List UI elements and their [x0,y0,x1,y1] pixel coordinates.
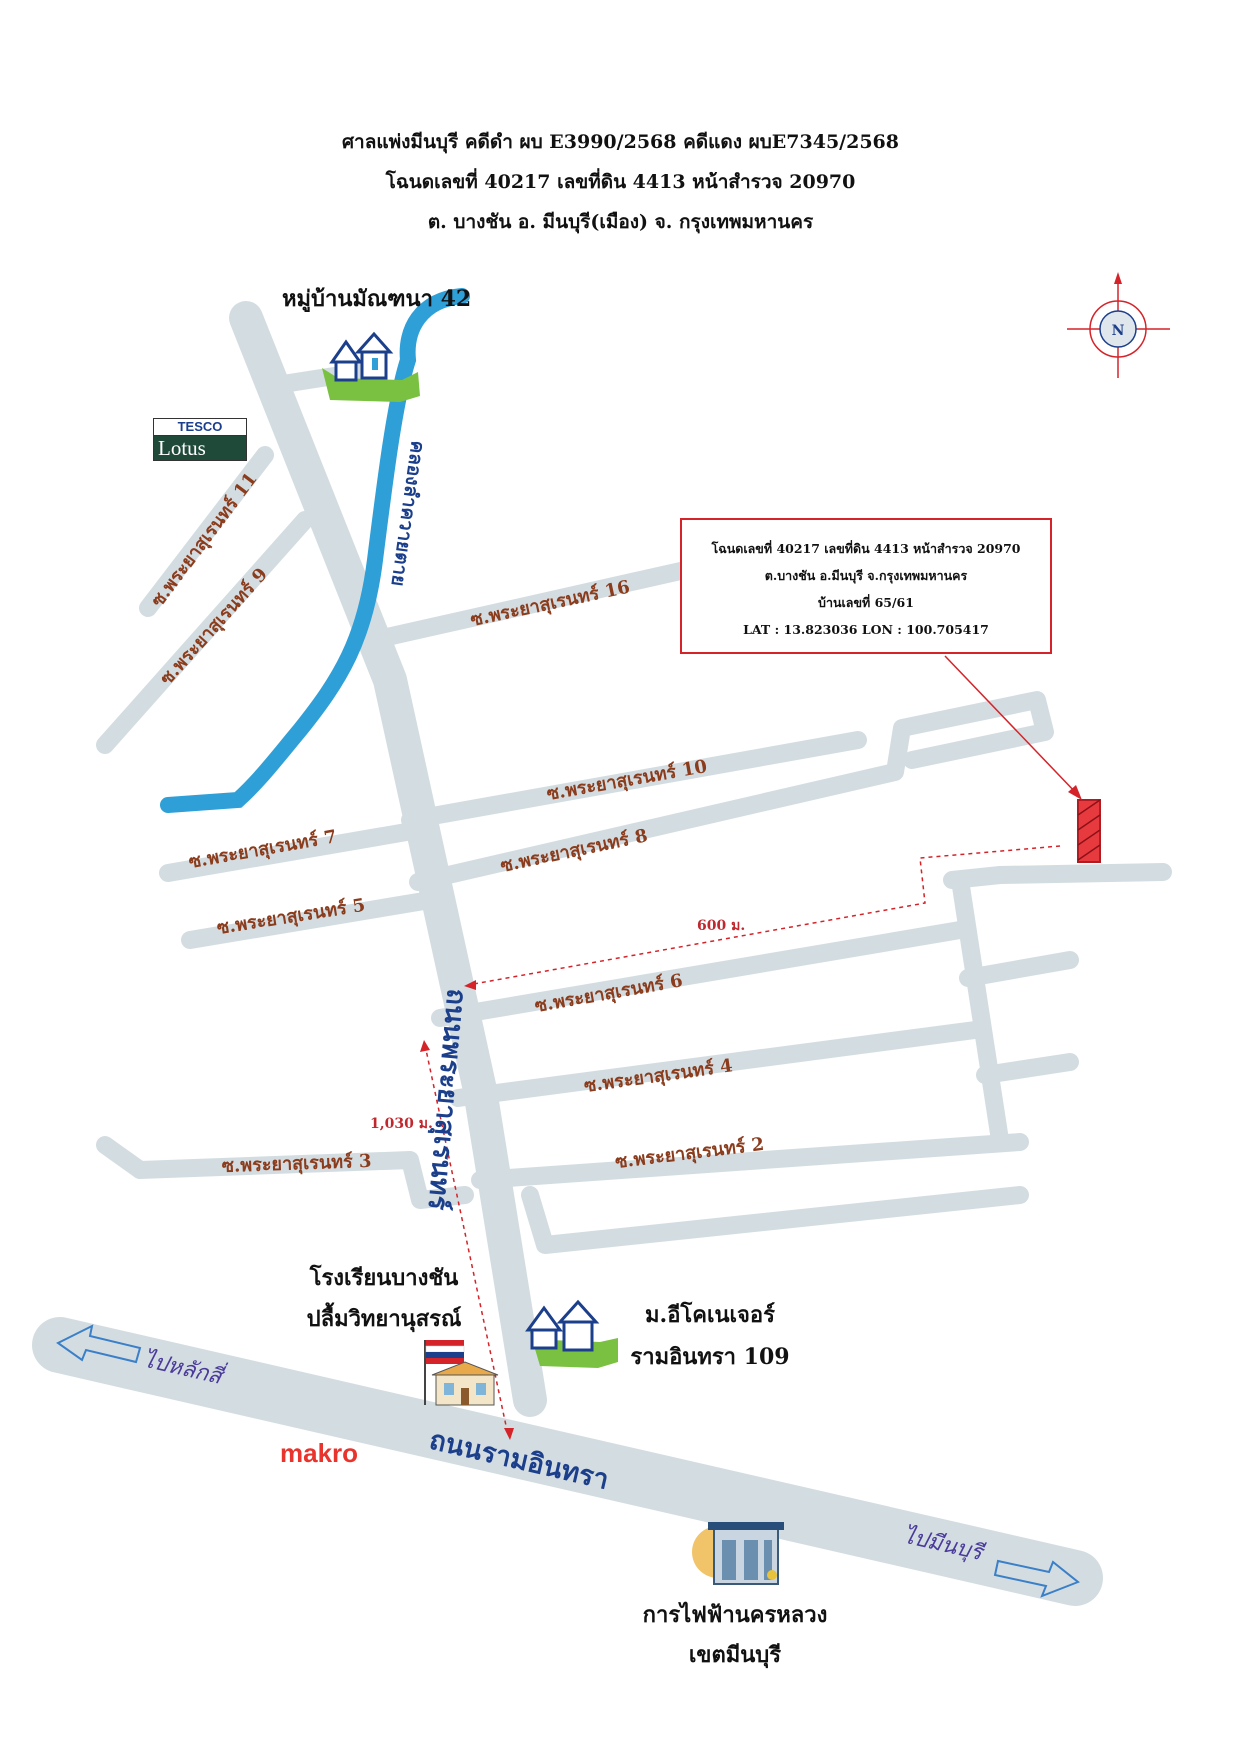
road-soi16 [356,561,694,651]
school-icon [424,1340,499,1406]
arrow-to-laksi [56,1324,142,1364]
landmark-school-line1: โรงเรียนบางชัน [309,1264,459,1291]
landmark-eco-line1: ม.อีโคเนเจอร์ [645,1301,775,1328]
road-label-soi10: ซ.พระยาสุเรนทร์ 10 [545,755,709,806]
landmark-village42: หมู่บ้านมัณฑนา 42 [282,286,471,313]
road-label-soi8: ซ.พระยาสุเรนทร์ 8 [498,824,649,878]
road-soi9 [96,511,314,754]
road-label-soi4: ซ.พระยาสุเรนทร์ 4 [583,1054,735,1098]
road-soi4-extension [976,1053,1079,1084]
landmark-school-line2: ปลื้มวิทยานุสรณ์ [307,1302,462,1333]
compass-icon: N [1067,272,1170,378]
landmark-eco-line2: รามอินทรา 109 [630,1344,789,1370]
road-soi11 [139,446,274,617]
main-road-ramintra [32,1317,1103,1606]
tesco-logo-text: TESCO [153,418,247,435]
tesco-lotus-logo: TESCO Lotus [153,418,247,462]
compass-north-label: N [1112,323,1125,339]
document-header: ศาลแพ่งมีนบุรี คดีดำ ผบ E3990/2568 คดีแด… [0,122,1241,242]
road-soi5 [181,891,439,949]
road-soi6-extension [959,951,1079,987]
header-location-line: ต. บางชัน อ. มีนบุรี(เมือง) จ. กรุงเทพมห… [427,211,814,233]
eco-nature-village-icon [525,1299,618,1368]
arrow-to-minburi [993,1559,1080,1598]
property-marker [1077,799,1101,863]
road-east-connector [951,871,1009,1149]
property-info-box: โฉนดเลขที่ 40217 เลขที่ดิน 4413 หน้าสำรว… [680,518,1052,654]
makro-logo: makro [280,1438,359,1468]
header-deed-line: โฉนดเลขที่ 40217 เลขที่ดิน 4413 หน้าสำรว… [385,171,856,193]
landmark-mea-line2: เขตมีนบุรี [689,1642,781,1669]
marker-pointer [944,655,1082,800]
distance-600: 600 ม. [464,845,1061,990]
village-icon [322,331,420,402]
distance-1030: 1,030 ม. [370,1040,514,1440]
road-soi3 [96,1136,474,1209]
info-deed-line: โฉนดเลขที่ 40217 เลขที่ดิน 4413 หน้าสำรว… [711,541,1021,556]
header-case-line: ศาลแพ่งมีนบุรี คดีดำ ผบ E3990/2568 คดีแด… [342,131,899,153]
road-to-marker [943,863,1172,889]
info-house-number-line: บ้านเลขที่ 65/61 [818,595,914,610]
info-location-line: ต.บางชัน อ.มีนบุรี จ.กรุงเทพมหานคร [764,568,968,583]
mea-building-icon [692,1522,784,1585]
road-soi2 [471,1133,1029,1189]
road-label-soi5: ซ.พระยาสุเรนทร์ 5 [215,894,367,940]
road-label-soi16: ซ.พระยาสุเรนทร์ 16 [468,576,632,632]
road-label-soi6: ซ.พระยาสุเรนทร์ 6 [533,969,684,1018]
road-soi7 [159,821,427,882]
road-soi10 [401,731,867,829]
road-label-soi3: ซ.พระยาสุเรนทร์ 3 [221,1150,371,1178]
canal-khlong-lam-khwai-tai [160,288,470,813]
road-label-soi7: ซ.พระยาสุเรนทร์ 7 [187,825,338,874]
road-south-loop [521,1186,1029,1254]
direction-arrows [56,1324,1080,1598]
distance-600-label: 600 ม. [697,918,745,934]
info-coordinates-line: LAT : 13.823036 LON : 100.705417 [743,622,989,637]
landmark-mea-line1: การไฟฟ้านครหลวง [643,1601,828,1628]
road-soi4 [449,1021,984,1107]
lotus-logo-text: Lotus [153,435,247,461]
distance-1030-label: 1,030 ม. [370,1116,433,1132]
road-soi6 [431,921,969,1027]
